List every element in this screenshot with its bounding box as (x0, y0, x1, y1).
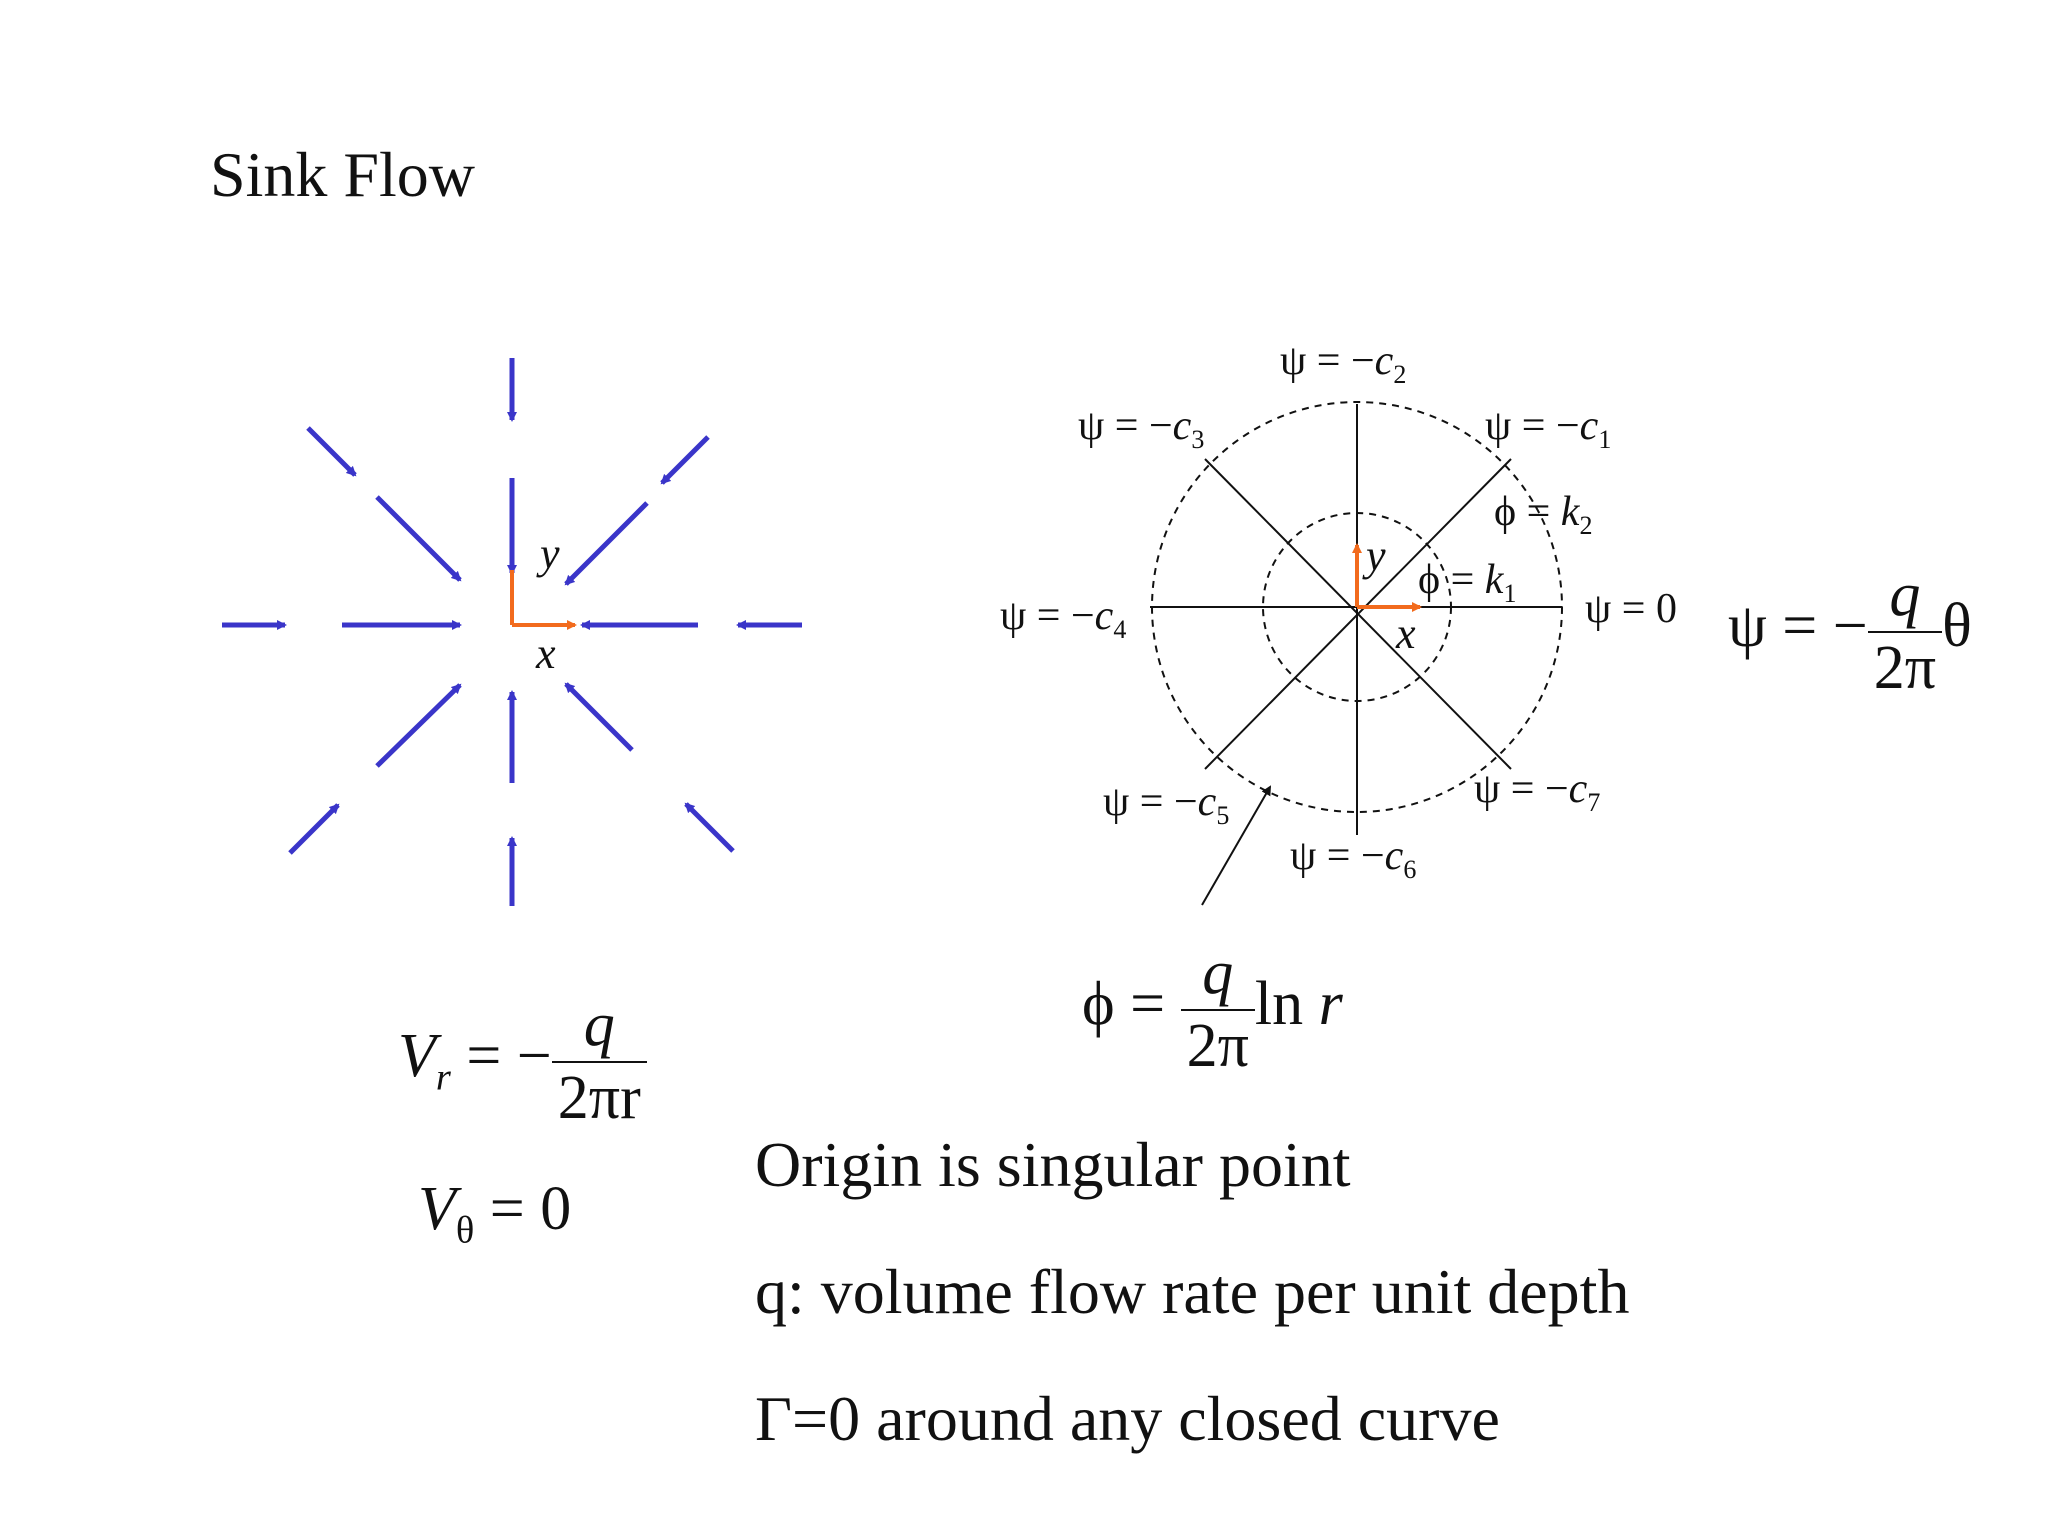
note-singular-point: Origin is singular point (755, 1129, 1351, 1200)
streamline (1204, 458, 1512, 770)
flow-arrow (660, 435, 710, 485)
streamline-label-c4: ψ = −c4 (1000, 593, 1127, 645)
potential-label-k2: ϕ = k2 (1494, 489, 1593, 541)
streamline-label-zero: ψ = 0 (1585, 586, 1677, 632)
note-volume-flow-rate: q: volume flow rate per unit depth (755, 1256, 1630, 1327)
flow-arrow (288, 803, 340, 855)
left-x-label: x (536, 629, 556, 678)
slide-title: Sink Flow (210, 139, 475, 210)
potential-label-k1: ϕ = k1 (1418, 557, 1517, 609)
tangential-velocity-equation: Vθ = 0 (418, 1175, 572, 1252)
streamline-label-c1: ψ = −c1 (1485, 403, 1612, 455)
flow-arrow (375, 495, 462, 582)
flow-net (1150, 401, 1563, 906)
sink-arrows (222, 358, 802, 906)
right-y-label: y (1366, 531, 1386, 580)
flow-arrow (306, 426, 357, 477)
streamline-label-c2: ψ = −c2 (1280, 338, 1407, 390)
pointer-arrow (1201, 785, 1271, 906)
note-circulation: Γ=0 around any closed curve (755, 1383, 1500, 1454)
flow-arrow (564, 501, 649, 586)
streamline-label-c5: ψ = −c5 (1103, 779, 1230, 831)
flow-arrow (684, 802, 735, 853)
streamline-label-c6: ψ = −c6 (1290, 833, 1417, 885)
left-y-label: y (540, 529, 560, 578)
streamline-label-c3: ψ = −c3 (1078, 403, 1205, 455)
flow-arrow (564, 682, 634, 752)
streamline-label-c7: ψ = −c7 (1474, 766, 1601, 818)
left-axes (510, 570, 577, 630)
right-x-label: x (1396, 609, 1416, 658)
flow-arrow (375, 683, 462, 768)
